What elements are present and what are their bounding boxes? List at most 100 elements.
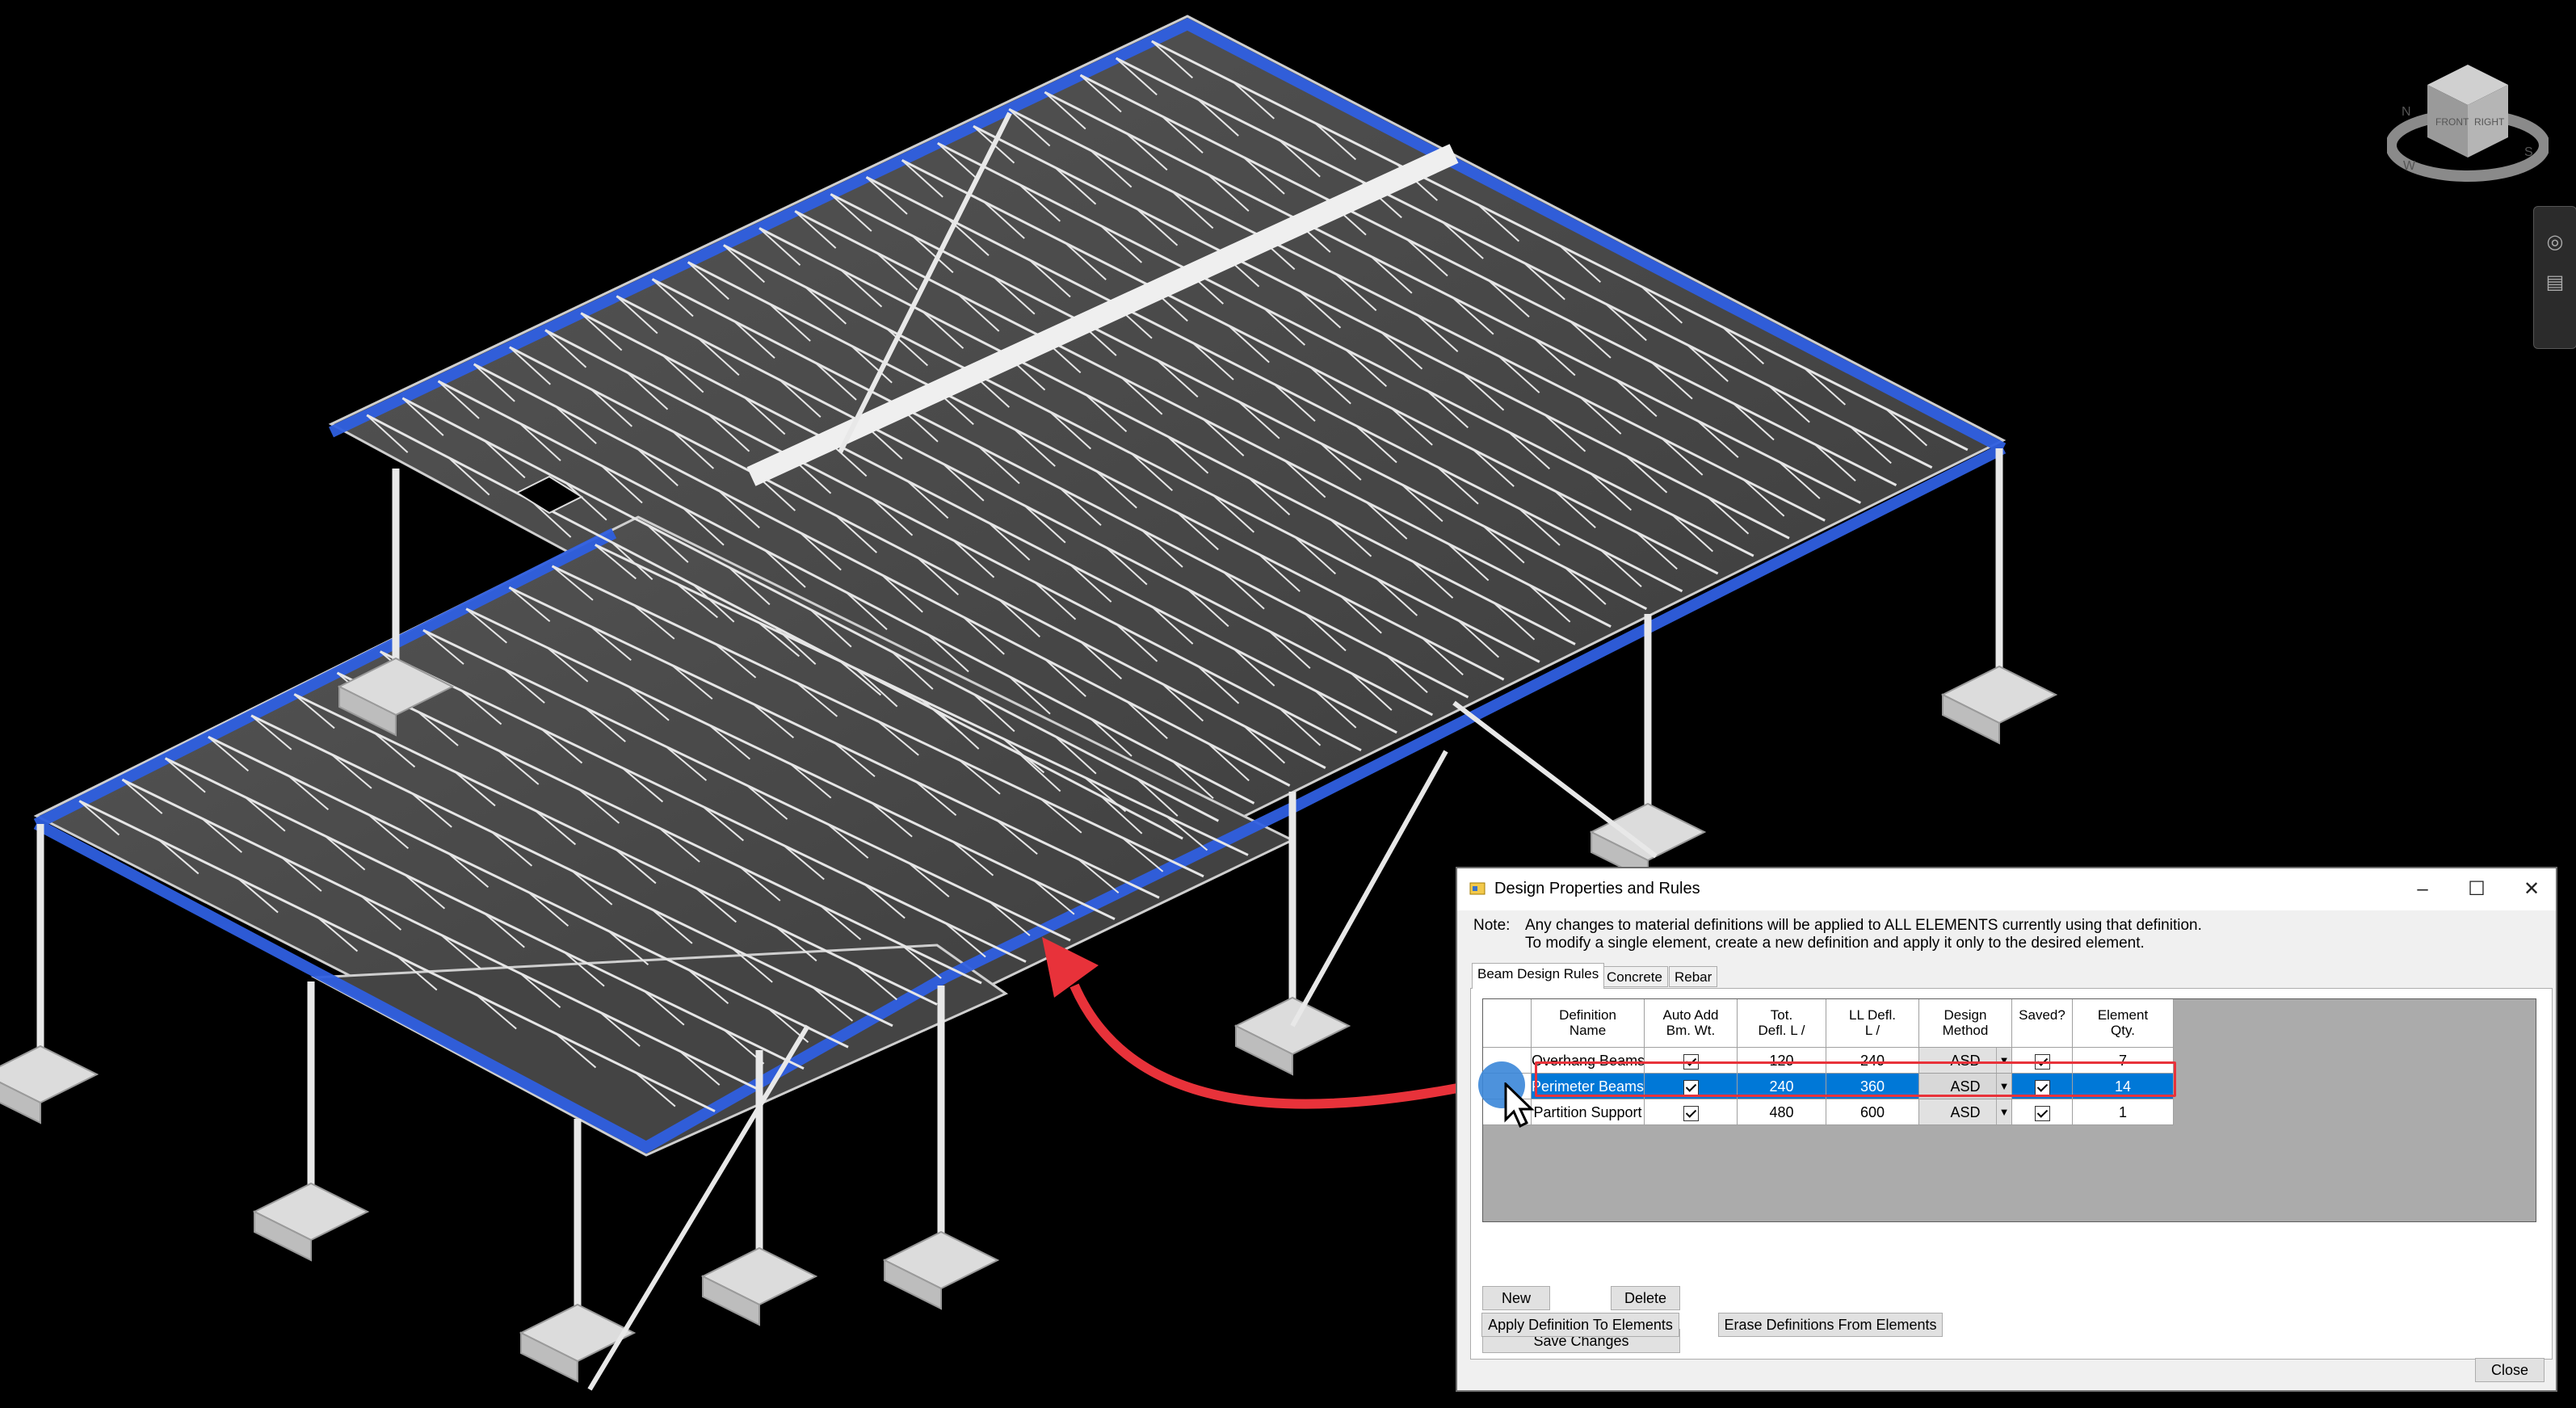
joist-member bbox=[646, 524, 689, 563]
joist-member bbox=[1116, 624, 1158, 662]
checkbox-checked[interactable] bbox=[2034, 1105, 2050, 1121]
maximize-icon[interactable]: ☐ bbox=[2468, 878, 2486, 900]
joist-member bbox=[886, 327, 929, 367]
col-auto-add-bm-wt[interactable]: Auto Add Bm. Wt. bbox=[1645, 999, 1738, 1048]
tab-beam-design-rules[interactable]: Beam Design Rules bbox=[1472, 963, 1605, 989]
cell-saved[interactable] bbox=[2012, 1099, 2073, 1125]
joist-member bbox=[460, 689, 502, 725]
joist-member bbox=[621, 767, 664, 803]
joist-member bbox=[796, 682, 838, 717]
joist-member bbox=[752, 703, 795, 739]
cell-element-qty[interactable]: 7 bbox=[2073, 1048, 2174, 1074]
new-button[interactable]: New bbox=[1482, 1286, 1550, 1310]
joist-member bbox=[465, 607, 507, 644]
joist-member bbox=[1044, 90, 1862, 504]
joist-member bbox=[1115, 57, 1158, 96]
joist-member bbox=[687, 969, 729, 1005]
cell-tot-defl[interactable]: 120 bbox=[1738, 1048, 1826, 1074]
cell-ll-defl[interactable]: 600 bbox=[1826, 1099, 1919, 1125]
joist-member bbox=[519, 422, 561, 461]
joist-member bbox=[1299, 290, 1342, 329]
joist-member bbox=[1457, 620, 1500, 658]
dialog-title: Design Properties and Rules bbox=[1494, 880, 1700, 897]
joist-member bbox=[551, 565, 1204, 878]
joist-member bbox=[1044, 91, 1086, 130]
cell-auto-add[interactable] bbox=[1645, 1099, 1738, 1125]
definitions-grid[interactable]: Definition Name Auto Add Bm. Wt. Tot. De… bbox=[1482, 998, 2536, 1222]
navigation-bar[interactable]: ◎ ▤ bbox=[2533, 206, 2576, 349]
chevron-down-icon[interactable]: ▼ bbox=[1996, 1074, 2011, 1099]
cell-element-qty[interactable]: 1 bbox=[2073, 1099, 2174, 1125]
joist-member bbox=[611, 541, 653, 581]
title-bar[interactable]: Design Properties and Rules – ☐ ✕ bbox=[1457, 868, 2556, 910]
steering-wheel-icon[interactable]: ◎ bbox=[2546, 231, 2564, 253]
joist-member bbox=[563, 951, 605, 987]
joist-member bbox=[1304, 612, 1347, 652]
joist-member bbox=[783, 844, 825, 881]
joist-member bbox=[498, 750, 540, 785]
col-element-qty[interactable]: Element Qty. bbox=[2073, 999, 2174, 1048]
cell-auto-add[interactable] bbox=[1645, 1048, 1738, 1074]
joist-member bbox=[1176, 511, 1219, 551]
close-icon[interactable]: ✕ bbox=[2523, 878, 2540, 900]
joist-member bbox=[626, 372, 669, 410]
joist-member bbox=[1212, 494, 1255, 533]
joist-member bbox=[555, 1032, 597, 1069]
col-ll-defl[interactable]: LL Defl. L / bbox=[1826, 999, 1919, 1048]
joist-member bbox=[1125, 700, 1168, 739]
joist-member bbox=[1136, 778, 1179, 817]
joist-member bbox=[1100, 795, 1143, 834]
tab-rebar[interactable]: Rebar bbox=[1669, 966, 1718, 987]
layer-icon[interactable]: ▤ bbox=[2545, 271, 2565, 293]
cell-tot-defl[interactable]: 480 bbox=[1738, 1099, 1826, 1125]
joist-member bbox=[937, 141, 1754, 557]
joist-member bbox=[366, 414, 409, 453]
joist-member bbox=[1064, 242, 1107, 280]
col-tot-defl[interactable]: Tot. Defl. L / bbox=[1738, 999, 1826, 1048]
joist-member bbox=[717, 490, 760, 529]
joist-member bbox=[731, 948, 773, 983]
cell-definition-name[interactable]: Partition Support bbox=[1532, 1099, 1645, 1125]
joist-member bbox=[540, 728, 583, 764]
joist-member bbox=[927, 633, 969, 673]
chevron-down-icon[interactable]: ▼ bbox=[1996, 1099, 2011, 1124]
cell-ll-defl[interactable]: 240 bbox=[1826, 1048, 1919, 1074]
joist-member bbox=[1686, 344, 1729, 382]
joist-member bbox=[1196, 99, 1239, 137]
joist-member bbox=[1365, 501, 1408, 540]
minimize-icon[interactable]: – bbox=[2417, 878, 2428, 900]
joist-member bbox=[702, 805, 744, 842]
checkbox-checked[interactable] bbox=[1683, 1105, 1699, 1121]
tab-concrete[interactable]: Concrete bbox=[1601, 966, 1668, 987]
delete-button[interactable]: Delete bbox=[1611, 1286, 1680, 1310]
joist-member bbox=[814, 362, 857, 401]
col-design-method[interactable]: Design Method bbox=[1919, 999, 2012, 1048]
joist-member bbox=[809, 608, 852, 648]
design-method-combo[interactable]: ASD▼ bbox=[1919, 1048, 2012, 1074]
joist-member bbox=[404, 873, 446, 910]
cube-face-front: FRONT bbox=[2435, 116, 2469, 128]
joist-member bbox=[607, 930, 649, 966]
joist-member bbox=[911, 235, 954, 274]
joist-member bbox=[1033, 879, 1075, 915]
joist-member bbox=[1273, 383, 1316, 422]
cell-definition-name[interactable]: Overhang Beams bbox=[1532, 1048, 1645, 1074]
grid-corner-header bbox=[1483, 999, 1532, 1048]
col-saved[interactable]: Saved? bbox=[2012, 999, 2073, 1048]
close-button[interactable]: Close bbox=[2475, 1358, 2544, 1382]
joist-member bbox=[1054, 735, 1097, 775]
joist-member bbox=[746, 784, 788, 820]
joist-member bbox=[1131, 452, 1174, 491]
joist-member bbox=[1436, 466, 1479, 505]
apply-definition-button[interactable]: Apply Definition To Elements bbox=[1481, 1313, 1679, 1337]
note-line-1: Any changes to material definitions will… bbox=[1525, 917, 2202, 934]
joist-member bbox=[871, 801, 913, 838]
erase-definitions-button[interactable]: Erase Definitions From Elements bbox=[1718, 1313, 1943, 1337]
joist-member bbox=[1590, 473, 1633, 511]
design-method-combo[interactable]: ASD▼ bbox=[1919, 1099, 2012, 1125]
view-cube[interactable]: N S W FRONT RIGHT bbox=[2387, 61, 2549, 190]
annotation-highlight-box bbox=[1535, 1061, 2176, 1097]
col-definition-name[interactable]: Definition Name bbox=[1532, 999, 1645, 1048]
joist-member bbox=[1136, 208, 1179, 246]
